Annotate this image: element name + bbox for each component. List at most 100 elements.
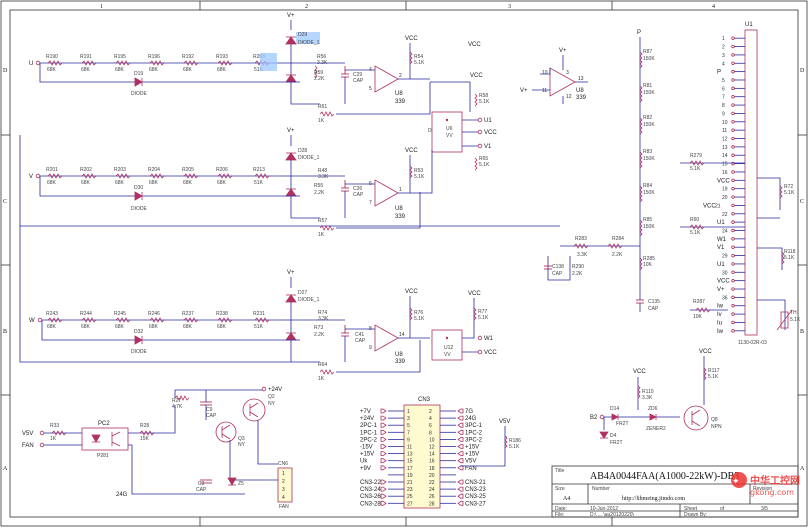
brake-d14-val: FR2T	[616, 421, 629, 427]
phase-v-diode-val: DIODE	[131, 206, 148, 212]
cn3-right-net-arrow	[457, 479, 464, 485]
phase-u-top-vcc: VCC	[470, 73, 483, 79]
cn3-right-net-arrow	[457, 437, 464, 442]
connector-pin-net: VCC	[717, 178, 730, 184]
connector-pin	[731, 312, 735, 316]
phase-w-resistor-val: 68K	[47, 324, 57, 330]
phase-u-r54-ref: R54	[414, 54, 423, 60]
watermark-logo-icon	[731, 472, 747, 488]
cn3-right-net-arrow	[457, 486, 464, 492]
fan-r33-ref: R33	[50, 423, 59, 429]
cn3-v5v-label: V5V	[499, 419, 510, 425]
phase-w-zener-ref: D27	[298, 290, 307, 296]
phase-v-resistor	[183, 173, 199, 179]
connector-pin-net: VCC	[717, 279, 730, 285]
row-label-c-right: C	[800, 199, 804, 205]
cn3-right-net-arrow	[457, 458, 464, 464]
row-label-d: D	[3, 68, 8, 74]
divider-resistor-val: 150K	[643, 56, 655, 62]
connector-pin-number: 9	[722, 111, 725, 117]
connector-pin-number: 1	[722, 36, 725, 42]
connector-pin	[731, 212, 735, 216]
phase-w-diode-ref: D32	[134, 329, 143, 335]
cn3-right-net: CN3-21	[465, 480, 486, 486]
connector-pin-number: 24	[722, 228, 728, 234]
brake-r110-ref: R110	[642, 389, 654, 395]
connector-pin-net: V+	[717, 287, 725, 293]
phase-w-out-vcc: VCC	[484, 350, 497, 356]
cn3-left-net: CN3-24	[360, 487, 381, 493]
column-label-2: 2	[305, 4, 308, 10]
cn3-right-net-arrow	[457, 408, 464, 414]
connector-pin-number: 29	[722, 254, 728, 260]
fan-24v-label: +24V	[268, 387, 282, 393]
phase-v-resistor-ref: R203	[114, 167, 126, 173]
connector-pin	[731, 237, 735, 241]
phase-w-resistor-val: 68K	[183, 324, 193, 330]
phase-v-input-pin	[35, 173, 41, 179]
brake-r117-ref: R117	[708, 368, 720, 374]
divider-c138-val: CAP	[552, 271, 563, 277]
connector-pin	[731, 320, 735, 325]
connector-pin	[731, 203, 735, 208]
size-label: Size	[555, 486, 565, 492]
phase-w-opamp-pin-minus: 9	[369, 345, 372, 351]
cn3-right-pin-number: 20	[429, 473, 435, 479]
cn3-right-net-arrow	[457, 422, 464, 428]
divider-resistor-ref: R85	[643, 217, 652, 223]
connector-part-number: 1130-02R-03	[738, 340, 767, 346]
phase-v-resistor	[81, 173, 97, 179]
cn3-left-pin-number: 1	[407, 409, 410, 415]
cn3-right-net: FAN	[465, 466, 477, 472]
fan-transistor-q2	[242, 398, 266, 422]
cn3-right-pin-number: 2	[429, 409, 432, 415]
phase-v-r48-val: 3.3K	[318, 174, 329, 180]
cn3-right-net: 3PC-1	[465, 423, 483, 429]
divider-resistor-ref: R81	[643, 83, 652, 89]
phase-u-zener-ref: D29	[298, 32, 307, 38]
connector-pin	[731, 170, 735, 174]
column-label-4: 4	[712, 4, 715, 10]
cn3-left-net: CN3-22	[360, 480, 381, 486]
size-value: A4	[563, 496, 570, 502]
phase-w-resistor-ref: R246	[148, 311, 160, 317]
cn3-left-pin-number: 17	[407, 466, 413, 472]
cn3-left-net-arrow	[380, 437, 387, 442]
fan-cn6-ref: CN6	[278, 461, 288, 467]
connector-r60-val: 5.1K	[690, 230, 701, 236]
connector-pin	[731, 228, 735, 233]
phase-v-resistor-val: 68K	[47, 180, 57, 186]
date-value: 10-Jun-2012	[590, 506, 618, 512]
phase-w-r74-val: 3.3K	[318, 316, 329, 322]
title-label: Title	[555, 468, 564, 474]
phase-u-section: U R19068KR19168KR19568KR19668KR19268KR19…	[29, 13, 497, 171]
phase-w-input-label: W	[29, 318, 35, 324]
phase-w-opamp	[374, 324, 399, 352]
cn3-left-net-arrow	[380, 451, 387, 456]
divider-c135-val: CAP	[648, 306, 659, 312]
phase-w-resistor-ref: R244	[80, 311, 92, 317]
cn3-left-pin-number: 5	[407, 423, 410, 429]
phase-v-resistor-ref: R206	[216, 167, 228, 173]
cn3-left-pin-number: 3	[407, 416, 410, 422]
phase-w-resistor-ref: R238	[216, 311, 228, 317]
phase-u-resistor	[183, 60, 199, 66]
phase-u-cap-ref: C29	[353, 72, 362, 78]
cn3-left-net: +24V	[360, 416, 374, 422]
svg-text:✦: ✦	[732, 477, 740, 487]
cn3-right-net-arrow	[457, 451, 464, 456]
cn3-body	[403, 404, 441, 509]
phase-v-resistor	[149, 173, 165, 179]
brake-b2-label: B2	[590, 415, 598, 421]
fan-optocoupler-pc2	[81, 427, 129, 451]
cn3-left-net-arrow	[380, 493, 387, 499]
connector-pin	[731, 86, 735, 91]
connector-r60-ref: R60	[690, 217, 699, 223]
fan-pc2-part: P281	[97, 453, 109, 459]
connector-pin-net: W1	[717, 237, 727, 243]
connector-pin	[731, 69, 735, 74]
divider-resistor-val: 150K	[643, 224, 655, 230]
drawing-inner-frame	[9, 9, 799, 518]
connector-pin	[731, 36, 735, 40]
